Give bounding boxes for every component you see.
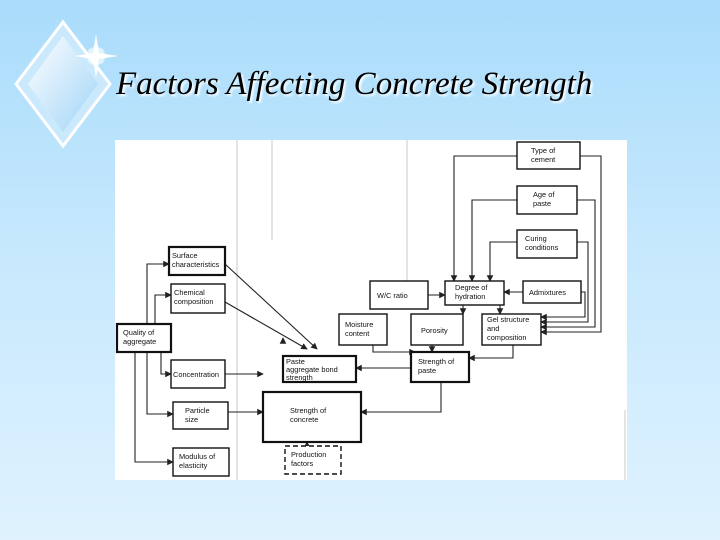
node-strength-of-paste bbox=[409, 350, 471, 384]
label-wc-ratio: W/C ratio bbox=[377, 291, 408, 300]
concrete-strength-flowchart: Type of cement Age of paste Curing condi… bbox=[115, 140, 627, 480]
label-gel-structure: Gel structure and composition bbox=[487, 315, 531, 342]
node-curing-conditions bbox=[516, 229, 578, 259]
node-porosity bbox=[410, 313, 464, 346]
label-porosity: Porosity bbox=[421, 326, 448, 335]
node-quality-of-aggregate bbox=[115, 322, 173, 354]
node-production-factors bbox=[284, 445, 342, 475]
label-age-of-paste: Age of paste bbox=[533, 190, 556, 208]
node-gel-structure bbox=[481, 313, 542, 346]
label-type-of-cement: Type of cement bbox=[531, 146, 557, 164]
diamond-sparkle-icon bbox=[8, 14, 118, 159]
label-paste-aggregate-bond: Paste aggregate bond strength bbox=[286, 357, 340, 382]
label-chemical-composition: Chemical composition bbox=[174, 288, 213, 306]
label-quality-of-aggregate: Quality of aggregate bbox=[123, 328, 156, 346]
node-surface-characteristics bbox=[167, 245, 227, 277]
label-particle-size: Particle size bbox=[185, 406, 212, 424]
node-modulus-of-elasticity bbox=[172, 447, 230, 477]
node-age-of-paste bbox=[516, 185, 578, 215]
label-modulus-of-elasticity: Modulus of elasticity bbox=[179, 452, 217, 470]
label-concentration: Concentration bbox=[173, 370, 219, 379]
node-degree-of-hydration bbox=[444, 280, 505, 306]
label-production-factors: Production factors bbox=[291, 450, 328, 468]
label-surface-characteristics: Surface characteristics bbox=[172, 251, 220, 269]
node-type-of-cement bbox=[516, 141, 581, 170]
node-moisture-content bbox=[338, 313, 388, 346]
label-strength-of-concrete: Strength of concrete bbox=[290, 406, 328, 424]
label-strength-of-paste: Strength of paste bbox=[418, 357, 456, 375]
node-paste-aggregate-bond bbox=[281, 354, 358, 384]
node-admixtures bbox=[522, 280, 582, 304]
label-curing-conditions: Curing conditions bbox=[525, 234, 559, 252]
node-concentration bbox=[170, 359, 226, 389]
label-degree-of-hydration: Degree of hydration bbox=[455, 283, 490, 301]
slide-title: Factors Affecting Concrete Strength bbox=[116, 66, 593, 102]
node-chemical-composition bbox=[170, 283, 226, 314]
node-wc-ratio bbox=[369, 280, 429, 310]
node-strength-of-concrete bbox=[261, 390, 363, 444]
label-admixtures: Admixtures bbox=[529, 288, 566, 297]
label-moisture-content: Moisture content bbox=[345, 320, 375, 338]
node-particle-size bbox=[172, 401, 229, 430]
flow-arrows bbox=[134, 155, 602, 466]
